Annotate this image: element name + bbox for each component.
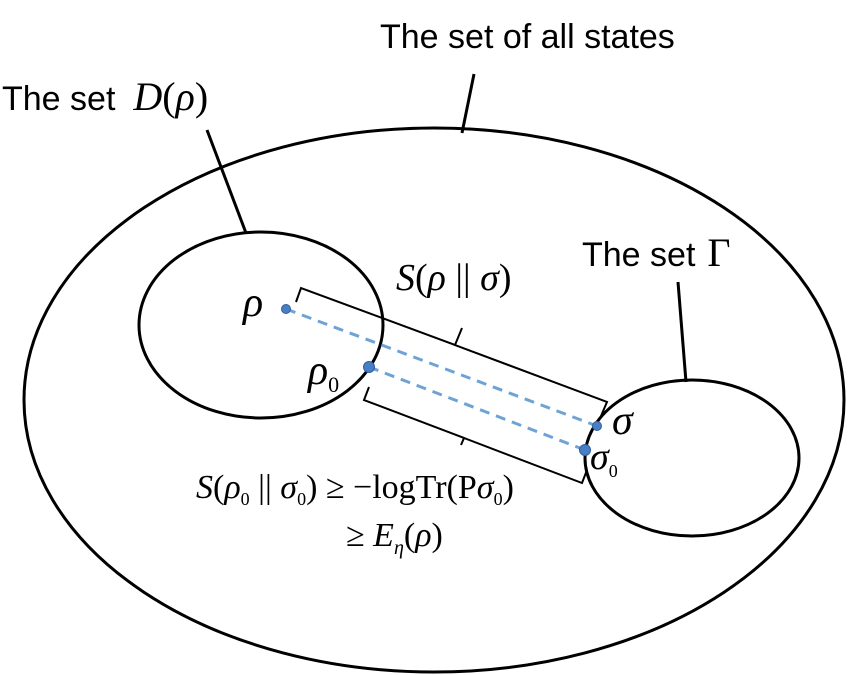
- bottom-brace: [362, 386, 588, 485]
- set-d-open: (: [162, 74, 175, 119]
- set-d-leader: [205, 129, 248, 234]
- sigma-label: σ: [612, 398, 635, 444]
- set-d-arg: ρ: [174, 74, 195, 119]
- point-sigma0: [579, 444, 591, 456]
- set-d-ellipse: [137, 230, 385, 420]
- formula-top: S(ρ || σ): [396, 257, 512, 299]
- set-d-prefix: The set: [2, 80, 116, 118]
- formula-top-bars: ||: [446, 257, 480, 299]
- point-rho: [281, 304, 291, 314]
- top-brace: [295, 286, 609, 417]
- formula-bottom-line1: S(ρ0 || σ0) ≥ −logTr(Pσ0): [196, 469, 514, 509]
- sigma0-label: σ0: [590, 436, 618, 481]
- set-gamma-symbol: Γ: [707, 230, 730, 275]
- set-d-symbol: D: [132, 74, 162, 119]
- set-gamma-label: The set Γ: [582, 230, 731, 275]
- set-gamma-ellipse: [583, 378, 801, 538]
- formula-top-close: ): [499, 257, 512, 299]
- formula-top-S: S: [396, 257, 415, 299]
- dashed-rho0-sigma0: [368, 365, 586, 452]
- dashed-rho-sigma: [285, 307, 598, 428]
- sigma0-sub: 0: [609, 461, 618, 481]
- set-d-close: ): [195, 74, 208, 119]
- all-states-leader: [460, 73, 476, 134]
- formula-top-rho: ρ: [427, 257, 446, 299]
- all-states-label: The set of all states: [380, 18, 675, 56]
- set-d-label: The set D(ρ): [2, 74, 208, 119]
- rho0-base: ρ: [306, 348, 328, 394]
- point-sigma: [592, 421, 602, 431]
- set-gamma-leader: [676, 281, 688, 383]
- rho0-label: ρ0: [306, 348, 339, 397]
- formula-top-sigma: σ: [480, 257, 500, 299]
- sigma0-base: σ: [590, 436, 610, 478]
- rho-label: ρ: [241, 280, 263, 326]
- point-rho0: [363, 361, 375, 373]
- all-states-ellipse: [22, 126, 846, 674]
- rho0-sub: 0: [328, 372, 339, 397]
- formula-top-open: (: [415, 257, 428, 299]
- set-gamma-prefix: The set: [582, 236, 696, 274]
- formula-bottom-line2: ≥ Eη(ρ): [346, 517, 443, 559]
